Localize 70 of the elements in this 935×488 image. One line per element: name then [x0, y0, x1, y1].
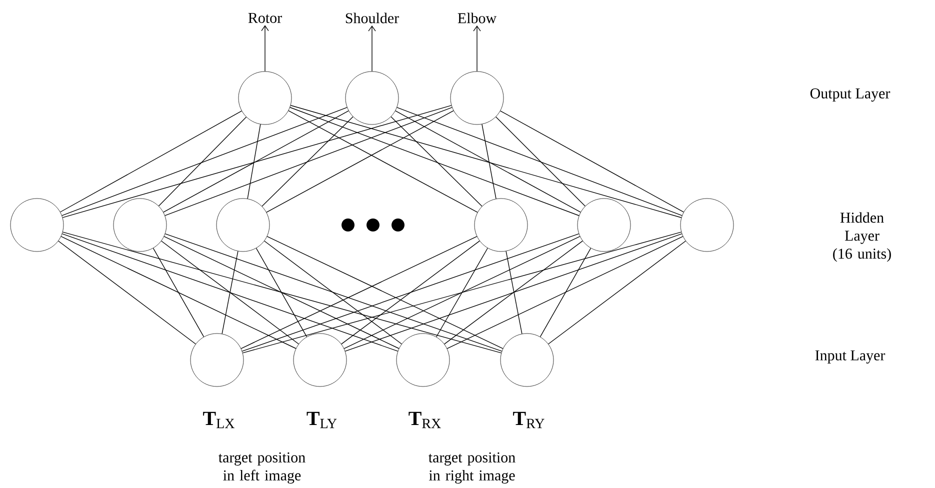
neuron-circle — [474, 198, 528, 252]
connection-line — [242, 233, 580, 352]
neuron-circle — [216, 198, 270, 252]
neuron-circle — [293, 333, 347, 387]
input-symbol: T$_{LY}$ — [306, 412, 337, 428]
connection-line — [506, 250, 522, 334]
layer-label: Hidden Layer (16 units) — [833, 212, 891, 262]
neuron-circle — [238, 71, 292, 125]
connection-line — [444, 240, 583, 344]
connection-line — [256, 248, 308, 338]
neuron-circle — [577, 198, 631, 252]
connection-line — [164, 107, 452, 216]
output-label: Elbow — [458, 12, 497, 24]
layer-label: Output Layer — [810, 88, 890, 102]
connection-line — [396, 107, 682, 216]
connection-line — [240, 236, 478, 349]
connection-line — [62, 232, 502, 354]
neuron-circle — [396, 333, 450, 387]
arrow — [368, 25, 376, 72]
connection-line — [540, 248, 592, 338]
connection-line — [341, 240, 480, 344]
connection-line — [161, 240, 299, 344]
connection-line — [548, 240, 686, 344]
connection-line — [242, 232, 682, 354]
connection-line — [58, 240, 196, 344]
neuron-circle — [345, 71, 399, 125]
input-symbol: T$_{RX}$ — [408, 412, 441, 428]
neuron-circle — [190, 333, 244, 387]
connection-line — [290, 105, 682, 218]
connection-line — [158, 116, 247, 206]
layer-label: target position in right image — [428, 452, 516, 484]
connection-line — [496, 116, 586, 206]
output-label: Shoulder — [346, 12, 399, 24]
connection-line — [436, 248, 488, 338]
connection-line — [500, 110, 684, 212]
input-symbol: T$_{RY}$ — [513, 412, 544, 428]
layer-label: target position in left image — [218, 452, 306, 484]
layer-label: Input Layer — [815, 350, 886, 364]
connection-line — [62, 233, 398, 352]
connection-line — [164, 236, 400, 349]
connection-line — [390, 116, 482, 207]
connection-line — [288, 110, 478, 213]
neuron-circle — [113, 198, 167, 252]
neuron-circle — [450, 71, 504, 125]
connection-line — [163, 110, 349, 213]
input-symbol: T$_{LX}$ — [203, 412, 234, 428]
connection-line — [262, 116, 354, 207]
arrow — [261, 25, 269, 72]
connection-line — [395, 110, 581, 213]
connection-line — [482, 124, 496, 200]
neuron-circle — [680, 198, 734, 252]
neuron-circle — [500, 333, 554, 387]
connection-line — [222, 250, 238, 334]
connection-line — [60, 110, 242, 212]
connection-line — [247, 124, 261, 200]
connection-line — [60, 236, 296, 349]
connection-line — [344, 233, 682, 352]
connection-line — [264, 240, 402, 344]
connection-line — [344, 236, 580, 349]
arrow — [473, 25, 481, 72]
connection-line — [290, 107, 580, 216]
connection-line — [152, 248, 204, 338]
connection-line — [266, 110, 454, 213]
connection-line — [62, 105, 452, 218]
output-label: Rotor — [248, 13, 282, 23]
connection-line — [164, 233, 502, 352]
connection-line — [446, 236, 684, 349]
connection-line — [62, 107, 348, 216]
neuron-circle — [10, 198, 64, 252]
connection-line — [266, 236, 504, 349]
